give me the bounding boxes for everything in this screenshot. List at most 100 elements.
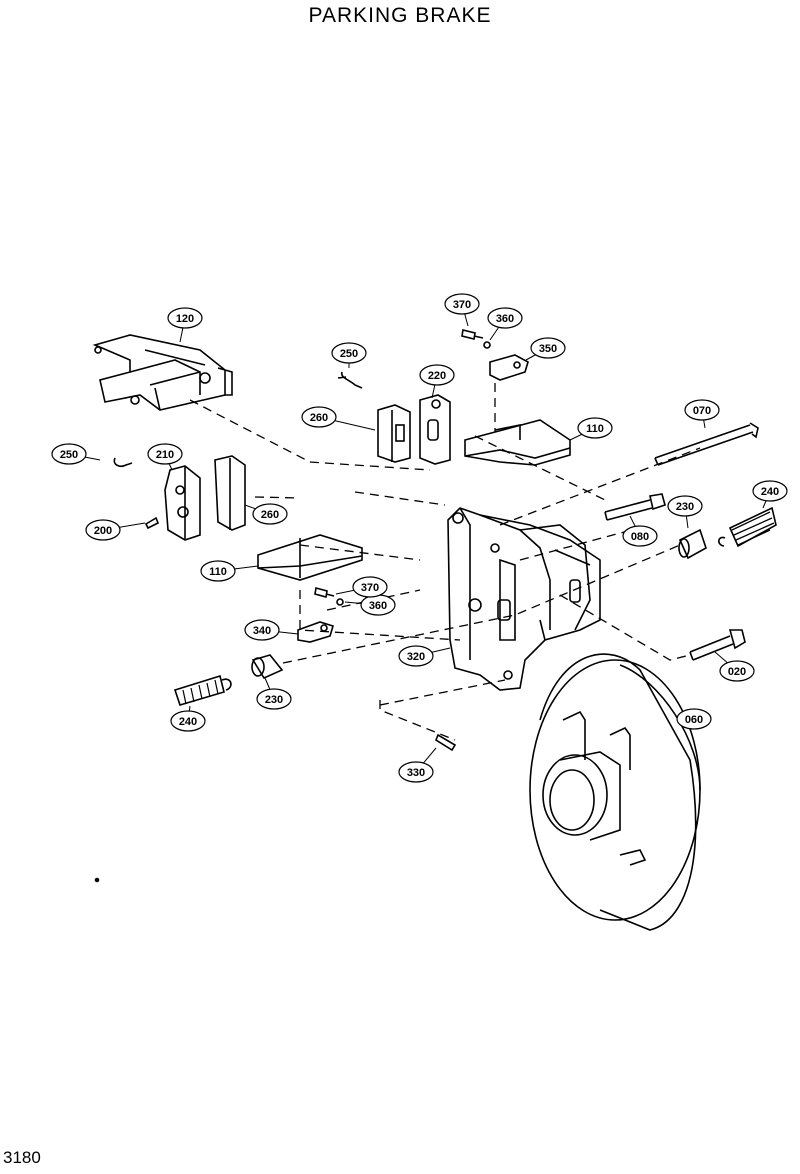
callout-360: 360 bbox=[344, 594, 396, 616]
callout-label: 070 bbox=[693, 405, 711, 417]
callout-label: 370 bbox=[361, 582, 379, 594]
part-230-bushing-lower bbox=[251, 654, 284, 680]
callout-370: 370 bbox=[444, 293, 480, 327]
part-070-rod bbox=[654, 422, 759, 466]
page-number: 3180 bbox=[3, 1148, 41, 1167]
callout-oval bbox=[147, 443, 183, 465]
part-080-bolt bbox=[604, 493, 666, 521]
part-110-yoke-lower bbox=[257, 534, 363, 581]
callout-label: 110 bbox=[586, 423, 604, 435]
part-250-clip-upper bbox=[337, 371, 363, 389]
part-370-bolt-lower bbox=[314, 586, 335, 599]
callout-label: 340 bbox=[253, 625, 271, 637]
callout-label: 020 bbox=[728, 666, 746, 678]
part-360-washer-lower bbox=[336, 598, 344, 606]
callout-oval bbox=[398, 761, 434, 783]
callout-oval bbox=[752, 480, 788, 502]
callout-230: 230 bbox=[667, 495, 703, 529]
callout-label: 080 bbox=[631, 531, 649, 543]
callout-oval bbox=[398, 645, 434, 667]
callout-oval bbox=[530, 337, 566, 359]
callout-oval bbox=[684, 399, 720, 421]
callout-240: 240 bbox=[752, 480, 788, 509]
callout-320: 320 bbox=[398, 645, 451, 667]
callout-110: 110 bbox=[569, 417, 613, 441]
part-210-carrier bbox=[164, 465, 201, 541]
callout-oval bbox=[51, 443, 87, 465]
callout-oval bbox=[331, 342, 367, 364]
callout-oval bbox=[301, 406, 337, 428]
callouts: 020 060 070 080 110 110 120 200 210 220 230 230 240 2… bbox=[51, 293, 788, 783]
part-060-brake-disc bbox=[529, 653, 701, 931]
callout-250: 250 bbox=[331, 342, 367, 368]
callout-220: 220 bbox=[419, 364, 455, 399]
callout-label: 240 bbox=[761, 486, 779, 498]
callout-label: 250 bbox=[60, 449, 78, 461]
part-370-bolt-upper bbox=[461, 329, 484, 340]
part-120-bracket bbox=[92, 334, 233, 411]
callout-label: 250 bbox=[340, 348, 358, 360]
callout-oval bbox=[444, 293, 480, 315]
callout-020: 020 bbox=[714, 651, 755, 682]
part-200-pin bbox=[144, 516, 160, 530]
callout-120: 120 bbox=[167, 307, 203, 343]
callout-oval bbox=[200, 560, 236, 582]
part-350-plate bbox=[489, 354, 529, 381]
part-260-pad-upper bbox=[377, 404, 411, 463]
callout-label: 210 bbox=[156, 449, 174, 461]
callout-label: 330 bbox=[407, 767, 425, 779]
callout-340: 340 bbox=[244, 619, 299, 641]
callout-label: 060 bbox=[685, 714, 703, 726]
part-360-washer-upper bbox=[483, 341, 491, 349]
callout-260: 260 bbox=[301, 406, 376, 431]
callout-110: 110 bbox=[200, 560, 259, 582]
callout-label: 230 bbox=[265, 694, 283, 706]
callout-label: 110 bbox=[209, 566, 227, 578]
callout-350: 350 bbox=[525, 337, 566, 361]
part-240-spring-lower bbox=[173, 674, 232, 706]
callout-200: 200 bbox=[85, 519, 146, 541]
callout-oval bbox=[352, 576, 388, 598]
callout-label: 360 bbox=[496, 313, 514, 325]
callout-oval bbox=[577, 417, 613, 439]
callout-oval bbox=[170, 710, 206, 732]
part-250-clip-lower bbox=[113, 457, 133, 467]
callout-260: 260 bbox=[244, 503, 288, 525]
callout-oval bbox=[719, 660, 755, 682]
assembly-lines bbox=[189, 383, 701, 741]
part-340-plate bbox=[297, 621, 334, 643]
callout-label: 240 bbox=[179, 716, 197, 728]
callout-oval bbox=[622, 525, 658, 547]
callout-label: 260 bbox=[261, 509, 279, 521]
stray-dot bbox=[94, 877, 100, 883]
callout-oval bbox=[419, 364, 455, 386]
part-110-yoke-upper bbox=[464, 419, 571, 466]
diagram-title: PARKING BRAKE bbox=[308, 4, 492, 27]
part-330-pin bbox=[435, 733, 457, 752]
part-020-bolt bbox=[689, 629, 746, 661]
callout-label: 200 bbox=[94, 525, 112, 537]
callout-oval bbox=[167, 307, 203, 329]
callout-label: 360 bbox=[369, 600, 387, 612]
part-240-spring-upper bbox=[718, 506, 777, 548]
callout-oval bbox=[667, 495, 703, 517]
callout-oval bbox=[676, 708, 712, 730]
callout-label: 260 bbox=[310, 412, 328, 424]
callout-360: 360 bbox=[487, 307, 523, 341]
callout-240: 240 bbox=[170, 705, 206, 732]
callout-oval bbox=[252, 503, 288, 525]
callout-label: 350 bbox=[539, 343, 557, 355]
part-230-bushing-upper bbox=[678, 528, 707, 560]
callout-label: 120 bbox=[176, 313, 194, 325]
callout-250: 250 bbox=[51, 443, 101, 465]
part-260-pad-lower bbox=[214, 455, 246, 531]
callout-370: 370 bbox=[335, 576, 388, 598]
callout-label: 320 bbox=[407, 651, 425, 663]
callout-060: 060 bbox=[676, 708, 712, 731]
callout-oval bbox=[244, 619, 280, 641]
callout-230: 230 bbox=[256, 677, 292, 710]
callout-080: 080 bbox=[622, 515, 658, 547]
callout-210: 210 bbox=[147, 443, 183, 471]
callout-oval bbox=[85, 519, 121, 541]
